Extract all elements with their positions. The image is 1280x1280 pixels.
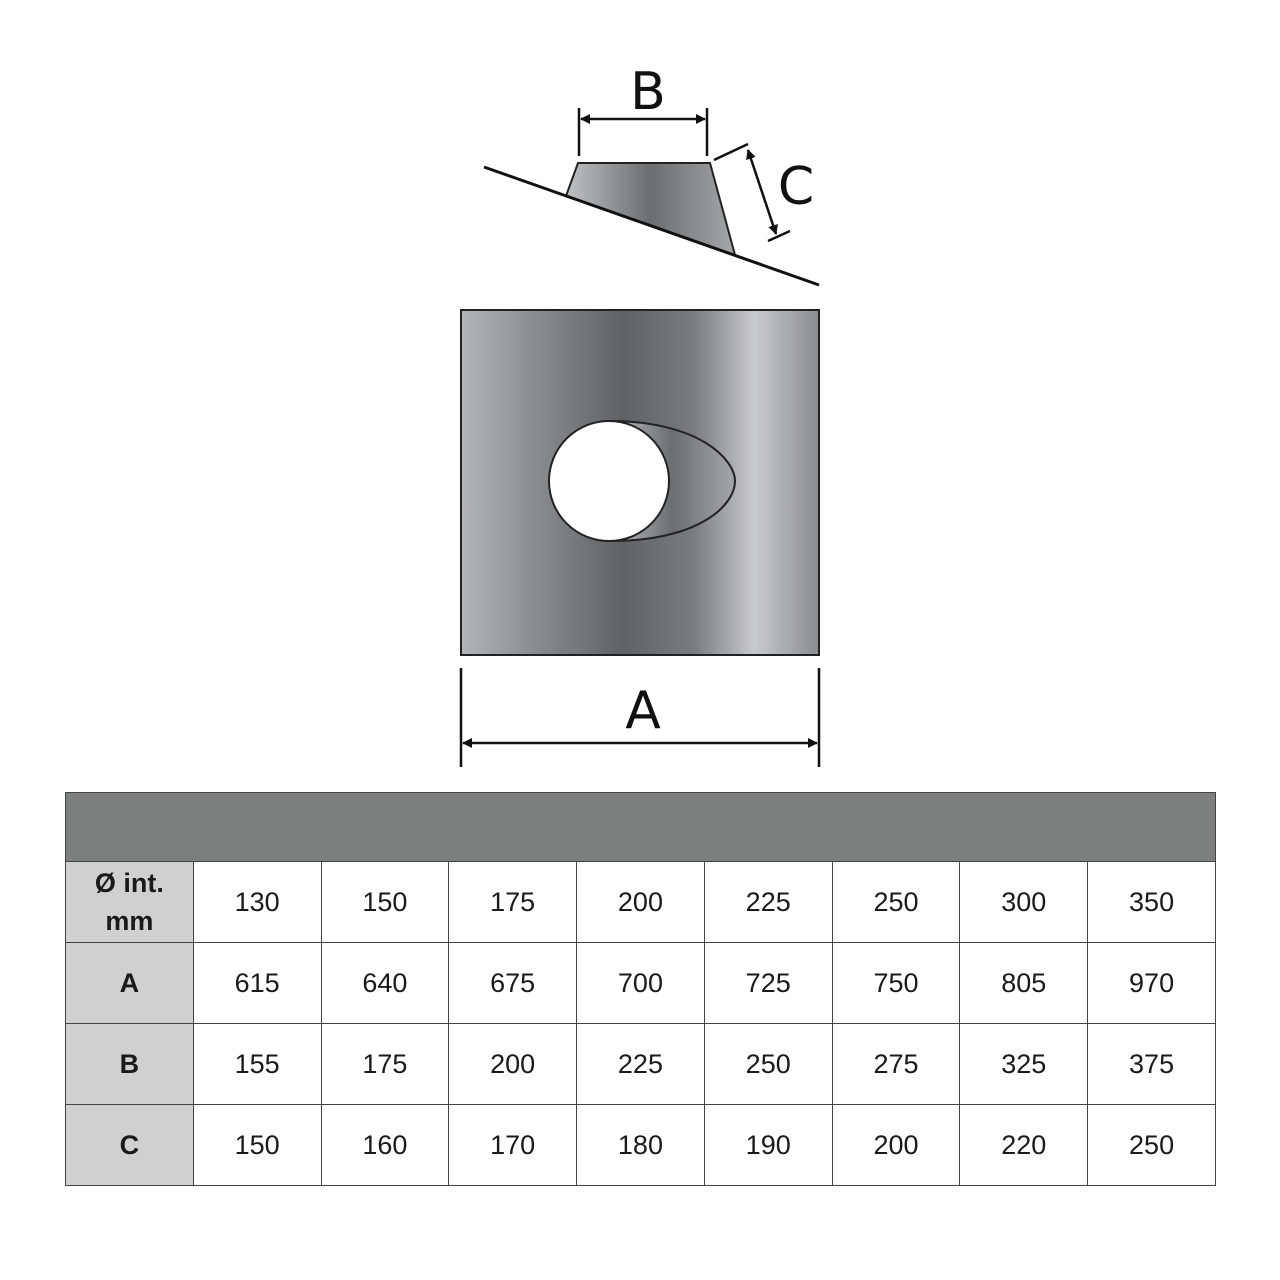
- dimension-c-arrow: [746, 149, 778, 235]
- table-cell: 805: [959, 942, 1089, 1024]
- table-cell: 150: [192, 1104, 322, 1186]
- table-cell: 160: [320, 1104, 450, 1186]
- table-cell: 350: [1087, 861, 1216, 943]
- table-cell: 675: [448, 942, 578, 1024]
- table-cell: 970: [1087, 942, 1216, 1024]
- table-cell: 250: [1087, 1104, 1216, 1186]
- row-header-label: Ø int.: [94, 868, 164, 898]
- table-cell: 250: [703, 1023, 833, 1105]
- table-cell: 325: [959, 1023, 1089, 1105]
- row-header: Ø int. mm: [65, 861, 194, 943]
- table-cell: 300: [959, 861, 1089, 943]
- table-header-band: [65, 792, 1216, 862]
- table-cell: 640: [320, 942, 450, 1024]
- table-cell: 275: [831, 1023, 961, 1105]
- table-cell: 190: [703, 1104, 833, 1186]
- table-cell: 150: [320, 861, 450, 943]
- row-header: A: [65, 942, 194, 1024]
- table-cell: 175: [448, 861, 578, 943]
- row-header: C: [65, 1104, 194, 1186]
- top-view: A: [459, 309, 821, 767]
- table-cell: 180: [576, 1104, 705, 1186]
- row-header: B: [65, 1023, 194, 1105]
- table-cell: 250: [831, 861, 961, 943]
- label-a: A: [625, 681, 661, 741]
- table-cell: 155: [192, 1023, 322, 1105]
- row-header-label: C: [119, 1130, 140, 1160]
- table-cell: 375: [1087, 1023, 1216, 1105]
- label-c: C: [778, 157, 814, 217]
- table-cell: 200: [831, 1104, 961, 1186]
- table-cell: 700: [576, 942, 705, 1024]
- table-cell: 225: [576, 1023, 705, 1105]
- flashing-diagram: B C A: [459, 62, 821, 767]
- table-cell: 200: [448, 1023, 578, 1105]
- pipe-opening: [548, 420, 670, 542]
- table-cell: 615: [192, 942, 322, 1024]
- table-cell: 200: [576, 861, 705, 943]
- side-view: B C: [483, 62, 820, 287]
- row-header-label: B: [119, 1049, 140, 1079]
- table-cell: 225: [703, 861, 833, 943]
- table-cell: 750: [831, 942, 961, 1024]
- table-cell: 220: [959, 1104, 1089, 1186]
- table-cell: 130: [192, 861, 322, 943]
- roof-line: [483, 165, 820, 287]
- row-header-label: A: [119, 968, 140, 998]
- row-header-unit: mm: [105, 906, 154, 936]
- table-cell: 725: [703, 942, 833, 1024]
- label-b: B: [630, 62, 666, 122]
- table-cell: 170: [448, 1104, 578, 1186]
- table-cell: 175: [320, 1023, 450, 1105]
- cone-side: [564, 162, 737, 257]
